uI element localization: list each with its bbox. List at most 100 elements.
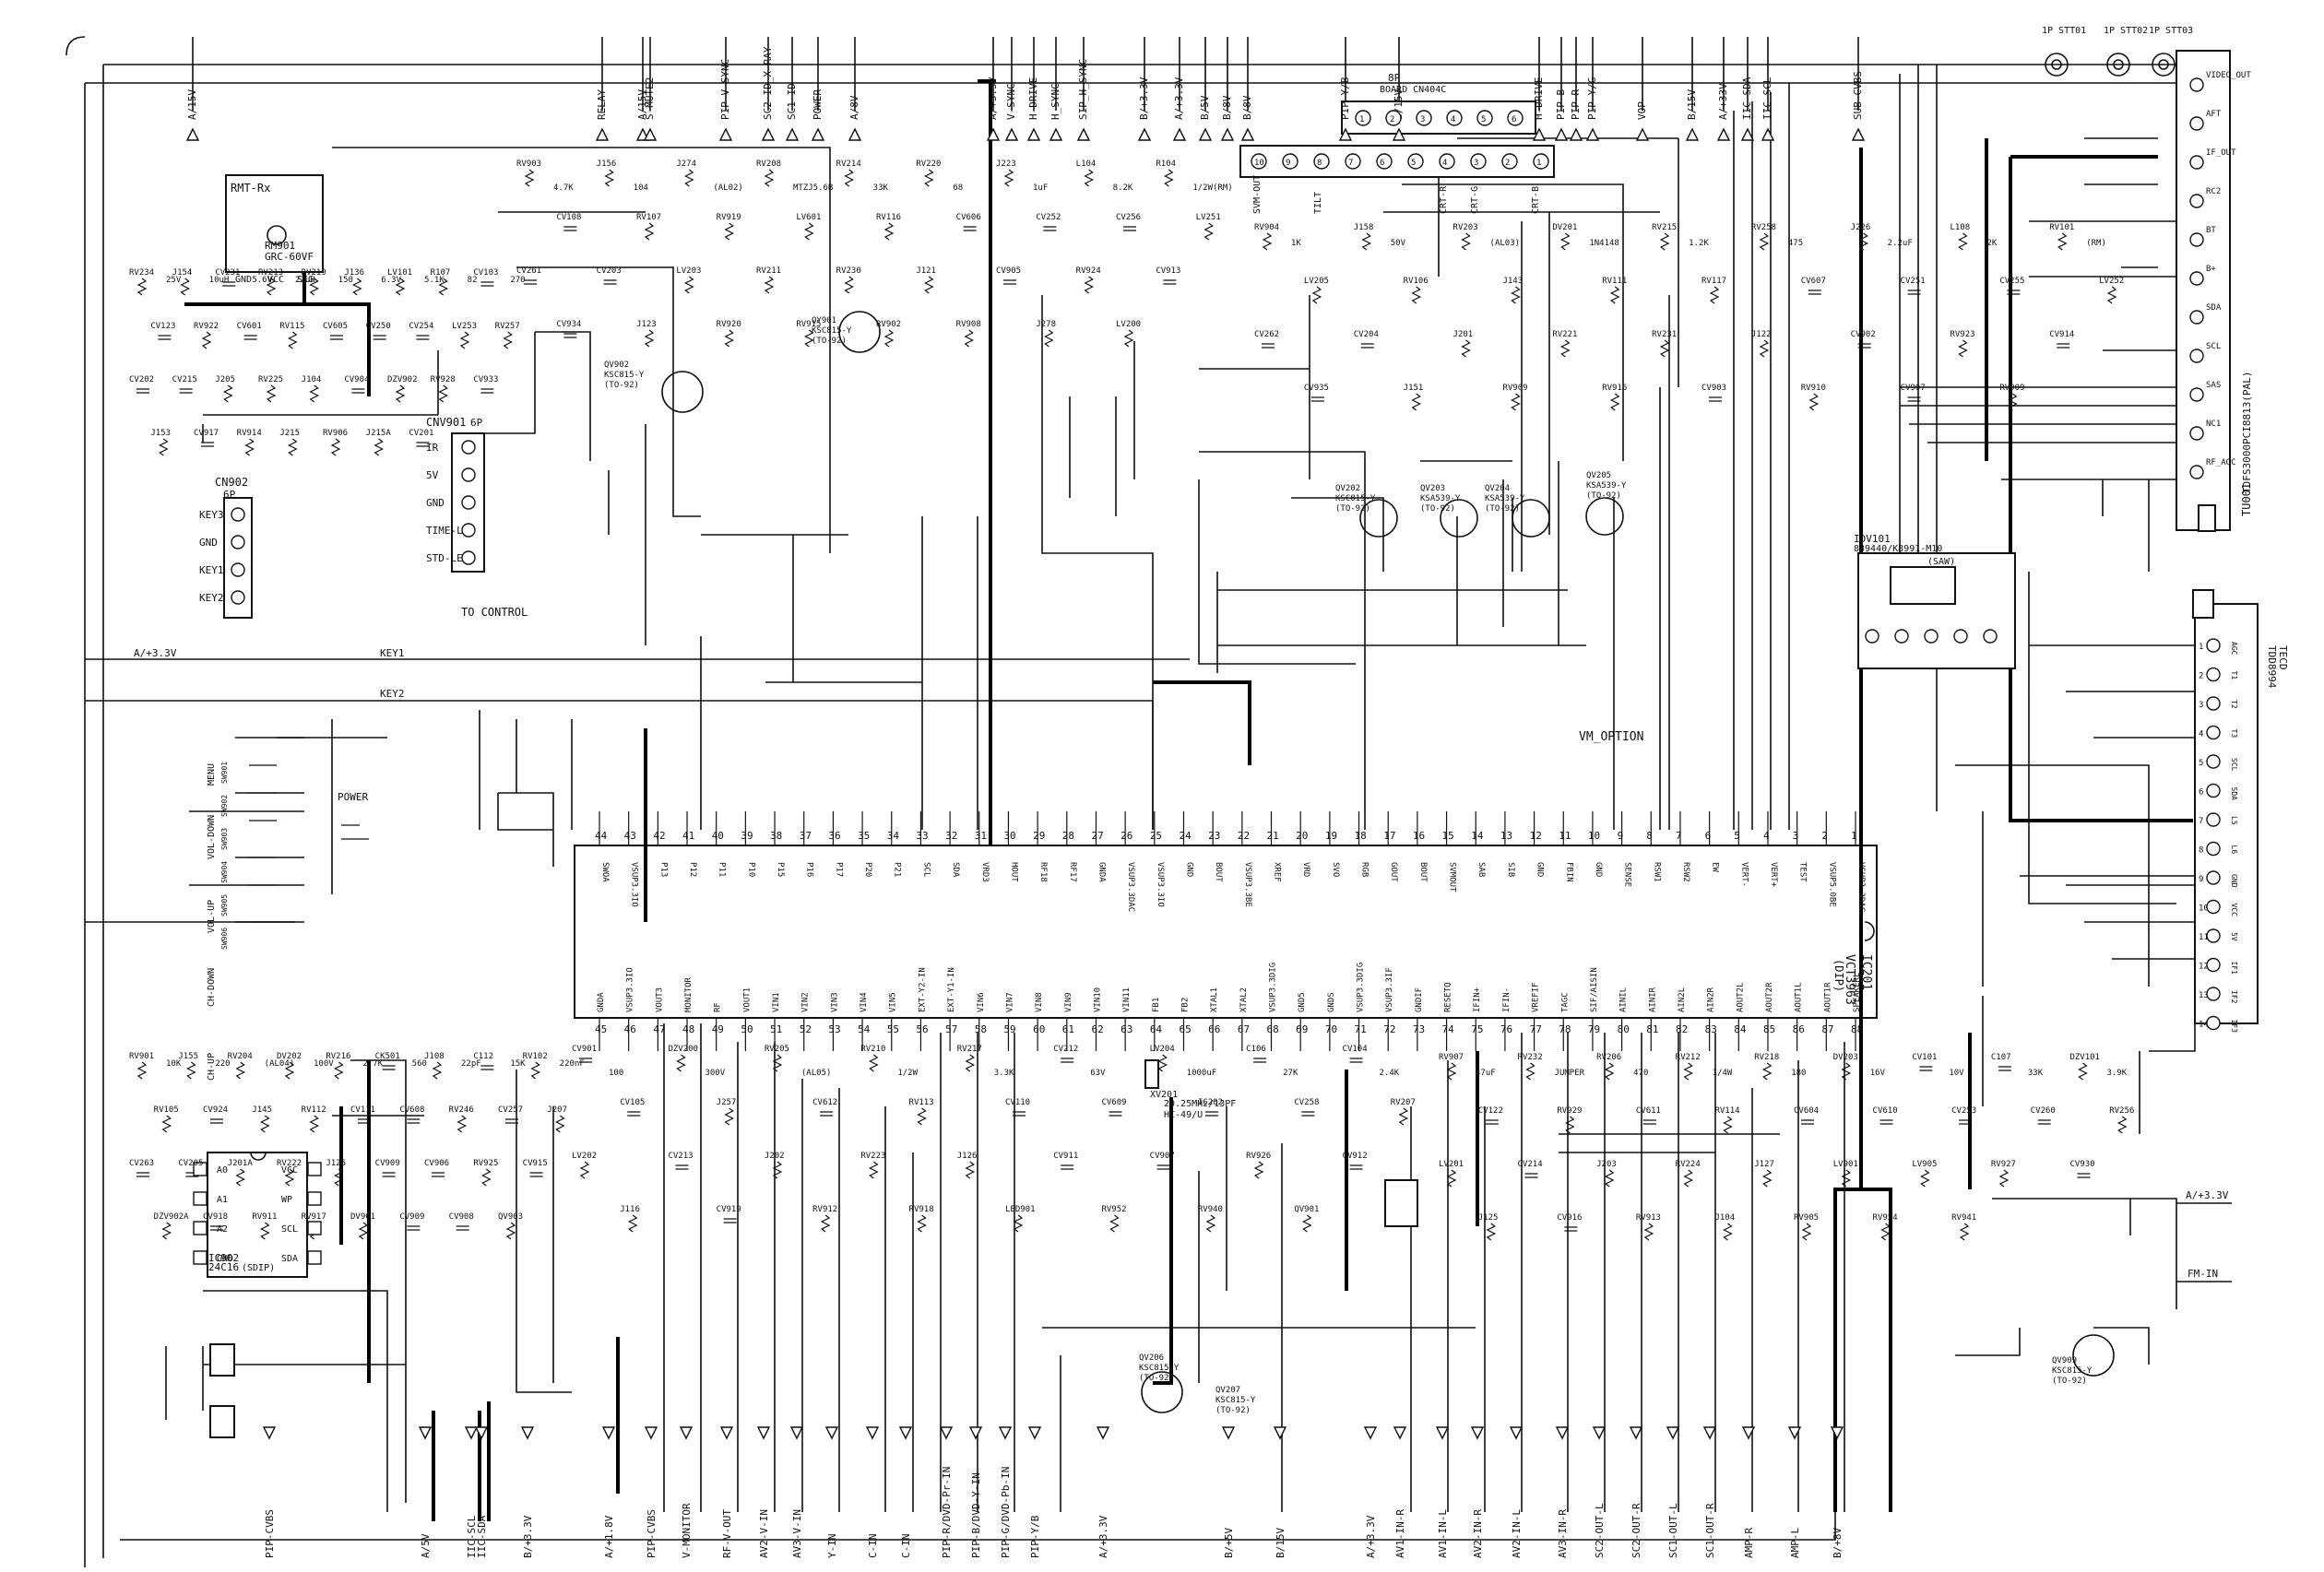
- ic-pin-number: 68: [1267, 1023, 1279, 1035]
- crystal-ref: XV201: [1150, 1090, 1178, 1100]
- component-ref: LV905: [1912, 1160, 1937, 1169]
- component-ref: J223: [996, 160, 1016, 169]
- arrow-up-icon: [848, 127, 862, 141]
- arrow-down-icon: [262, 1426, 277, 1440]
- crt-connector-pin-number: 10: [1254, 159, 1264, 168]
- crt-connector-label: SVM-OUT: [1252, 175, 1263, 214]
- ic-pin-number: 81: [1646, 1023, 1658, 1035]
- component-ref: RV102: [523, 1052, 548, 1061]
- top-label: V-SYNC: [1005, 83, 1017, 120]
- transistor-package: (TO-92): [1420, 504, 1455, 514]
- ic-pin-number: 51: [770, 1023, 782, 1035]
- arrow-down-icon: [824, 1426, 839, 1440]
- if-pin-number: 14: [2199, 1021, 2209, 1030]
- crt-connector-pin: [1533, 153, 1549, 170]
- arrow-up-icon: [1338, 127, 1353, 141]
- bottom-label: PIP-G/DVD-Pb-IN: [1000, 1467, 1012, 1558]
- component-ref: J123: [636, 320, 657, 329]
- ic-pin-name: EW: [1711, 862, 1720, 872]
- component-ref: RV113: [909, 1098, 934, 1107]
- component-ref: J207: [547, 1105, 567, 1115]
- ic-pin-name: VERT-: [1739, 862, 1749, 887]
- component-ref: LV203: [676, 266, 701, 276]
- ic-pin-number: 23: [1208, 830, 1220, 842]
- component-value: 10uH: [209, 276, 230, 285]
- component-ref: J278: [1036, 320, 1056, 329]
- note-key2: KEY2: [380, 688, 405, 700]
- eeprom-part: 24C16: [208, 1261, 239, 1273]
- arrow-down-icon: [1027, 1426, 1042, 1440]
- arrow-up-icon: [1569, 127, 1583, 141]
- ic-pin-name: AINIR: [1648, 987, 1657, 1012]
- component-value: MTZJ5.6B: [793, 183, 833, 193]
- arrow-up-icon: [1392, 127, 1406, 141]
- eeprom-pin-right: VCC: [281, 1165, 298, 1176]
- component-ref: CV915: [523, 1159, 548, 1168]
- component-value: (AL04): [265, 1059, 295, 1069]
- key-connector-ref: CN902: [215, 476, 248, 489]
- transistor-part: KSC815-Y: [1139, 1364, 1180, 1373]
- component-value: 100V: [314, 1059, 334, 1069]
- component-ref: RV106: [1404, 277, 1429, 286]
- ic-pin-number: 59: [1003, 1023, 1015, 1035]
- bottom-label: AV2-V-IN: [758, 1509, 770, 1558]
- ic-pin-name: P10: [746, 862, 755, 877]
- component-ref: RV925: [473, 1159, 498, 1168]
- ic-pin-number: 2: [1821, 830, 1828, 842]
- component-ref: CK501: [375, 1052, 400, 1061]
- arrow-up-icon: [1635, 127, 1650, 141]
- top-label: SC2-ID_X-RAY: [762, 46, 774, 120]
- key-label: CH-DOWN: [207, 968, 217, 1007]
- component-ref: CV111: [350, 1105, 375, 1115]
- bottom-label: C-IN: [900, 1534, 912, 1559]
- top-label: A/15V: [636, 89, 648, 120]
- ic-pin-number: 82: [1676, 1023, 1688, 1035]
- component-ref: CV122: [1478, 1106, 1503, 1116]
- crt-connector-pin-number: 9: [1286, 159, 1290, 168]
- ic-pin-number: 46: [624, 1023, 636, 1035]
- bottom-label: SC2-OUT-R: [1630, 1503, 1642, 1558]
- bottom-label: RF-V-OUT: [721, 1509, 733, 1558]
- note-a33v-right: A/+3.3V: [2186, 1189, 2229, 1201]
- if-pin-label: T1: [2230, 671, 2238, 680]
- board-connector-title: 8P: [1388, 72, 1401, 84]
- component-ref: RV212: [1676, 1053, 1701, 1062]
- arrow-down-icon: [644, 1426, 658, 1440]
- top-label: A/8V: [848, 95, 860, 120]
- component-ref: RV115: [279, 322, 304, 331]
- ic-pin-name: VSUP3.3BE: [1243, 862, 1252, 907]
- ic-pin-number: 28: [1062, 830, 1074, 842]
- bottom-label: IIC-SCL: [466, 1515, 478, 1558]
- component-ref: RV101: [2049, 223, 2074, 232]
- component-ref: CV905: [996, 266, 1021, 276]
- component-ref: RV112: [302, 1105, 326, 1115]
- ic-pin-number: 15: [1442, 830, 1454, 842]
- component-ref: RV922: [194, 322, 219, 331]
- component-ref: DV202: [277, 1052, 302, 1061]
- arrow-down-icon: [998, 1426, 1013, 1440]
- ic-pin-name: VIN3: [830, 992, 839, 1012]
- component-ref: RV210: [860, 1045, 885, 1054]
- if-pin-label: T2: [2230, 700, 2238, 709]
- bottom-label: SC2-OUT-L: [1594, 1503, 1606, 1558]
- component-ref: DV901: [350, 1212, 375, 1222]
- crystal-value: 20.25MHz/13PF: [1164, 1099, 1236, 1109]
- if-module-part: TECD: [2277, 645, 2289, 670]
- top-label: PIP-V-SYNC: [719, 59, 731, 120]
- if-pin-number: 7: [2199, 817, 2203, 826]
- key-label: MENU: [207, 763, 217, 786]
- component-ref: CV262: [1254, 330, 1279, 339]
- component-value: 1.2K: [1689, 239, 1709, 248]
- ic-pin-number: 38: [770, 830, 782, 842]
- component-ref: RV225: [258, 375, 283, 384]
- eeprom-pin-left: A1: [217, 1195, 228, 1205]
- crt-connector-pin-number: 1: [1536, 159, 1541, 168]
- ic-pin-number: 5: [1734, 830, 1740, 842]
- crt-connector-pin: [1345, 153, 1361, 170]
- if-pin-label: 5V: [2230, 932, 2238, 941]
- arrow-down-icon: [474, 1426, 489, 1440]
- crt-connector-pin: [1376, 153, 1393, 170]
- component-value: 10V: [1949, 1069, 1964, 1078]
- if-pin-label: SDA: [2230, 787, 2238, 801]
